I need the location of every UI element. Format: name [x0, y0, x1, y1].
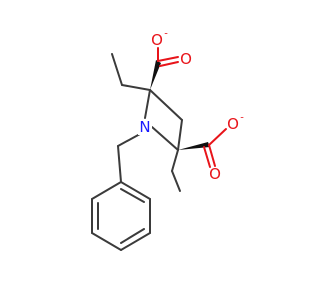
bond-ar1-ar2 [120, 181, 151, 200]
wedge-bond-c2-carboxyl [150, 60, 161, 90]
bond-ethyl-ch2-ch3 [111, 53, 123, 86]
bond-ar4-ar5 [91, 232, 122, 251]
oxygen-1-label: O [151, 31, 163, 49]
bond-n-c2 [144, 89, 151, 119]
bond-carboxyl2-o-minus [208, 128, 227, 146]
bond-carboxyl2-double-o-b [203, 146, 211, 168]
bond-ethyl2-ch2-ch3 [171, 170, 181, 192]
oxygen-3-label: O [227, 115, 239, 133]
oxygen-3-charge: - [240, 113, 244, 124]
structure-diagram: N O - O O - O [91, 29, 244, 251]
bond-ar-inner-1 [120, 188, 145, 203]
bond-carboxyl1-double-o-b [159, 61, 179, 67]
bond-c3-c4 [177, 119, 183, 151]
wedge-bond-c4-carboxyl [178, 142, 210, 150]
bond-benzyl-ch2-phenyl [117, 145, 122, 183]
nitrogen-label: N [139, 118, 150, 136]
bond-ar3-ar4 [120, 232, 151, 251]
bond-ar6-ar1 [91, 181, 122, 200]
label-bg-n [138, 119, 152, 135]
bond-carboxyl1-double-o-a [157, 56, 179, 62]
bond-ar-inner-2 [120, 228, 145, 244]
bond-n-benzyl-ch2 [117, 133, 141, 147]
oxygen-1-charge: - [164, 29, 168, 40]
bond-carboxyl2-double-o-a [208, 144, 216, 167]
bond-c4-n [151, 126, 179, 151]
bond-c2-c3 [149, 89, 183, 121]
oxygen-2-label: O [180, 50, 192, 68]
bond-c4-ethyl-ch2 [171, 149, 179, 172]
bond-c2-ethyl-ch2 [121, 84, 151, 91]
oxygen-4-label: O [209, 165, 221, 183]
